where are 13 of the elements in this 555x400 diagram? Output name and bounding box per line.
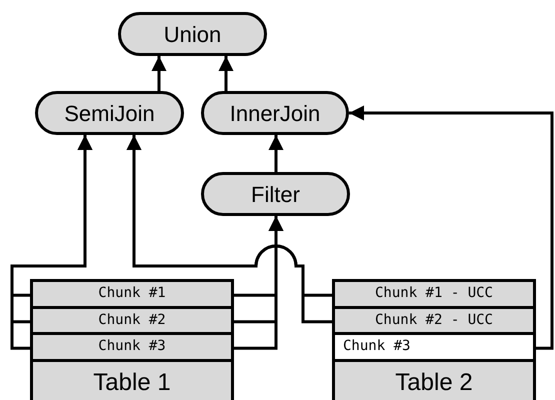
- table-label: Table 1: [92, 368, 172, 398]
- arrow: [268, 135, 284, 172]
- table-box: [332, 279, 536, 400]
- table-box: [30, 279, 234, 400]
- operator-pill: Union: [118, 12, 267, 56]
- chunk-row: Chunk #3: [335, 335, 533, 362]
- arrow: [349, 106, 554, 350]
- table-label: Table 2: [394, 368, 474, 398]
- operator-pill: SemiJoin: [35, 91, 184, 135]
- operator-pill: InnerJoin: [201, 91, 349, 135]
- operator-pill: Filter: [201, 172, 350, 216]
- arrow: [152, 56, 166, 91]
- arrow: [218, 56, 234, 91]
